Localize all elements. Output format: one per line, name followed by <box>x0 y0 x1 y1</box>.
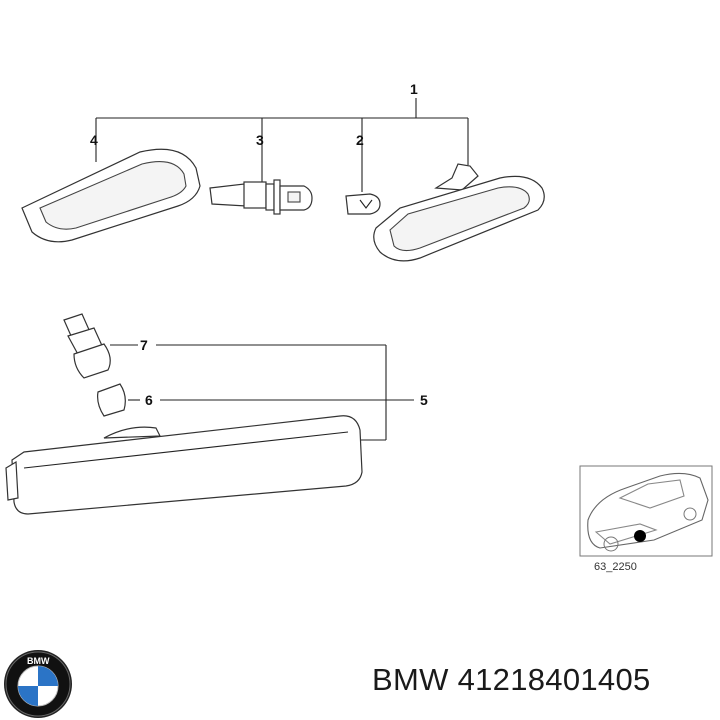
lower-leader-lines <box>110 344 414 441</box>
part-6-bulb <box>97 383 126 417</box>
part-1-repeater-housing <box>373 163 545 262</box>
inset-car-location <box>579 465 713 557</box>
part-2-bulb <box>345 193 381 215</box>
bmw-logo: BMW <box>4 650 72 718</box>
inset-code: 63_2250 <box>594 561 637 573</box>
callout-5: 5 <box>420 392 428 408</box>
callout-2: 2 <box>356 132 364 148</box>
part-4-gasket <box>21 148 201 243</box>
location-marker-dot <box>634 530 646 542</box>
part-7-socket <box>63 313 111 379</box>
logo-text: BMW <box>27 656 50 666</box>
callout-4: 4 <box>90 132 98 148</box>
callout-7: 7 <box>140 337 148 353</box>
part-number-label: BMW 41218401405 <box>372 662 651 697</box>
part-5-side-marker <box>5 415 363 515</box>
callout-1: 1 <box>410 81 418 97</box>
upper-leader-lines <box>95 98 469 192</box>
callout-3: 3 <box>256 132 264 148</box>
callout-6: 6 <box>145 392 153 408</box>
part-3-socket <box>209 179 313 215</box>
